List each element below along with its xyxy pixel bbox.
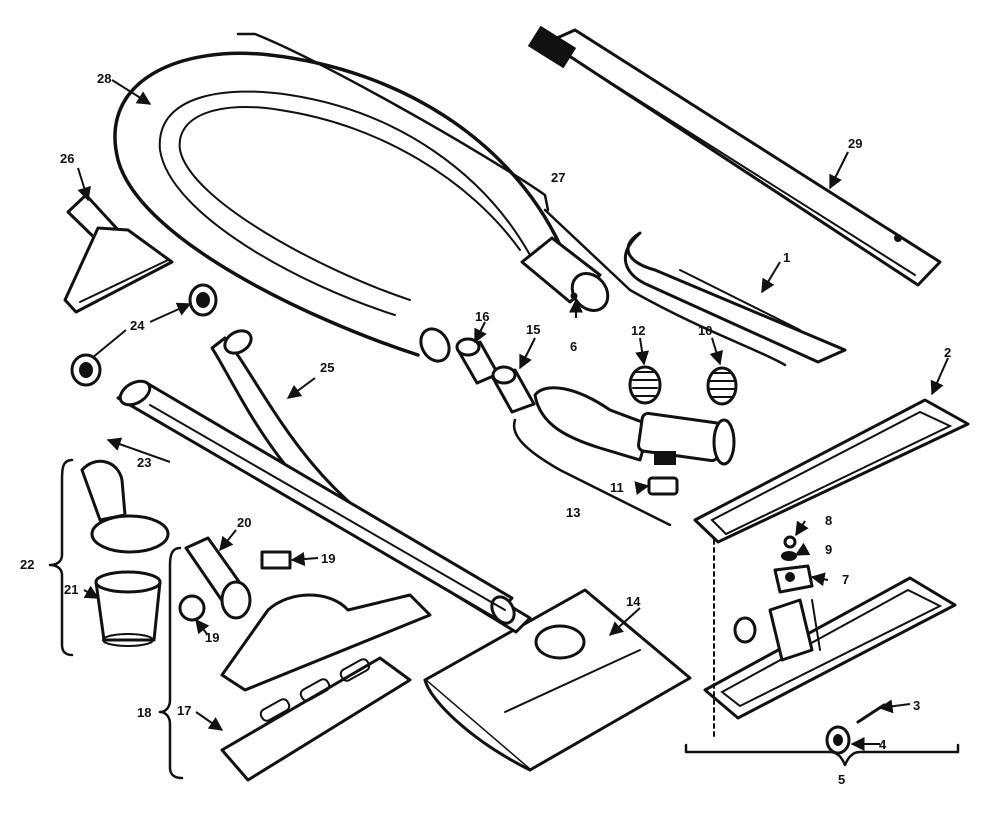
part-8-screw — [783, 535, 797, 549]
part-19-adapter-lower — [178, 594, 206, 622]
part-14-filter-bag — [423, 588, 692, 772]
callout-26: 26 — [60, 151, 74, 166]
part-9-washer — [781, 551, 797, 561]
callout-labels: 1 2 3 4 5 6 7 8 9 10 11 12 13 14 15 16 1… — [20, 71, 951, 787]
callout-5: 5 — [838, 772, 845, 787]
callout-14: 14 — [626, 594, 641, 609]
part-16-coupling — [455, 337, 500, 385]
callout-4: 4 — [879, 737, 887, 752]
callout-15: 15 — [526, 322, 540, 337]
callout-16: 16 — [475, 309, 489, 324]
callout-19-upper: 19 — [321, 551, 335, 566]
callout-9: 9 — [825, 542, 832, 557]
callout-19-lower: 19 — [205, 630, 219, 645]
callout-28: 28 — [97, 71, 111, 86]
part-4-wheel — [825, 725, 851, 755]
callout-22: 22 — [20, 557, 34, 572]
part-22-dusting-brush — [80, 459, 170, 554]
callout-10: 10 — [698, 323, 712, 338]
part-17-brush-insert — [220, 656, 412, 782]
callout-27: 27 — [551, 170, 565, 185]
part-12-ring — [628, 365, 662, 405]
callout-8: 8 — [825, 513, 832, 528]
callout-23: 23 — [137, 455, 151, 470]
part-24-adapter-rings — [70, 283, 218, 387]
part-10-ring — [706, 366, 738, 406]
part-28-hose — [113, 51, 562, 363]
callout-3: 3 — [913, 698, 920, 713]
callout-18: 18 — [137, 705, 151, 720]
callout-1: 1 — [783, 250, 790, 265]
part-5-floor-nozzle — [703, 576, 957, 720]
part-19-adapter-upper — [260, 550, 292, 570]
callout-25: 25 — [320, 360, 334, 375]
part-11-clip — [647, 476, 679, 496]
part-6-hose-cuff — [520, 236, 610, 312]
part-21-brush-bristle-cup — [94, 570, 162, 647]
part-15-coupling — [491, 365, 536, 414]
callout-7: 7 — [842, 572, 849, 587]
callout-12: 12 — [631, 323, 645, 338]
part-23-straight-wand — [116, 379, 516, 625]
part-7-bracket — [773, 564, 814, 594]
callout-2: 2 — [944, 345, 951, 360]
callout-24: 24 — [130, 318, 145, 333]
part-2-filter-frame — [693, 398, 970, 544]
bracket-lines — [48, 32, 960, 780]
part-18-floor-tool — [220, 593, 432, 692]
part-29-extension-wand — [527, 25, 942, 287]
callout-21: 21 — [64, 582, 78, 597]
callout-29: 29 — [848, 136, 862, 151]
part-1-crevice-tool — [623, 231, 847, 364]
callout-11: 11 — [610, 480, 624, 495]
part-20-elbow-adapter — [184, 536, 252, 620]
leader-lines — [77, 79, 949, 751]
callout-17: 17 — [177, 703, 191, 718]
callout-6: 6 — [570, 339, 577, 354]
part-13-hose-handle — [533, 386, 736, 466]
callout-20: 20 — [237, 515, 251, 530]
callout-13: 13 — [566, 505, 580, 520]
